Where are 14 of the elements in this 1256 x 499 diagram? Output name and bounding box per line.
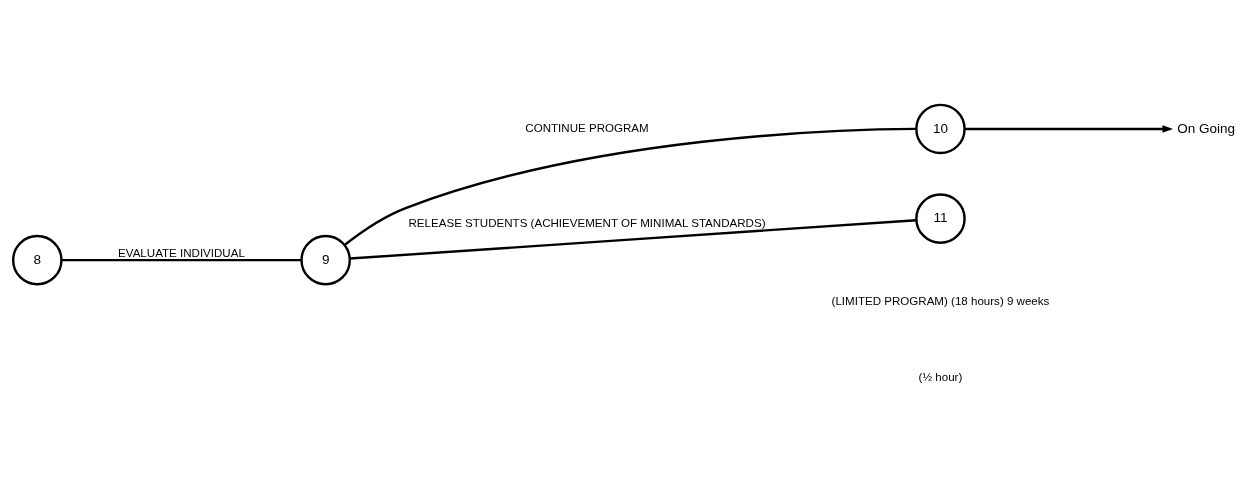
connector: [61, 258, 302, 261]
edge-label: EVALUATE INDIVIDUAL: [118, 246, 245, 259]
node-circle: 10: [915, 103, 966, 154]
edge-label: CONTINUE PROGRAM: [525, 121, 649, 134]
edge-label: RELEASE STUDENTS (ACHIEVEMENT OF MINIMAL STANDARDS): [408, 216, 766, 229]
label: (½ hour): [918, 370, 963, 383]
node-circle: 9: [300, 234, 351, 285]
node-circle: 8: [12, 234, 63, 285]
arrow: [964, 124, 1174, 133]
label: (LIMITED PROGRAM) (18 hours) 9 weeks: [831, 294, 1050, 307]
connector: [343, 127, 917, 246]
connector: [349, 218, 917, 260]
node-circle: 11: [915, 192, 966, 244]
node-text: On Going: [1177, 120, 1236, 136]
